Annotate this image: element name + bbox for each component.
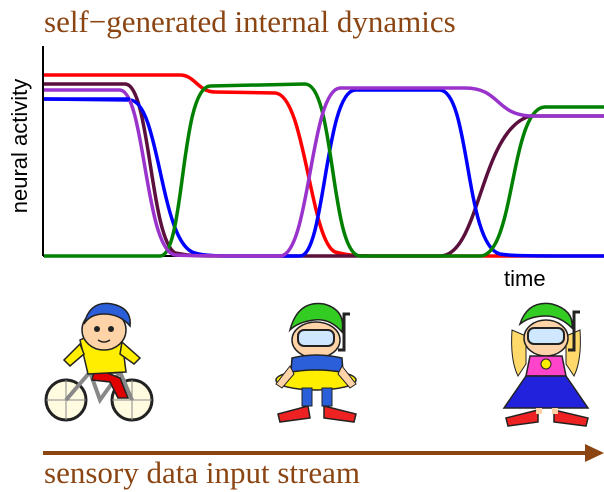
snorkel-gnome-icon (275, 302, 357, 423)
activity-curve-blue-lower (43, 88, 604, 258)
activity-curve-green (44, 82, 604, 258)
snorkel-girl-icon (502, 302, 590, 427)
cyclist-gnome-icon (44, 302, 154, 422)
input-stream-arrowhead (585, 444, 604, 462)
input-stream-label: sensory data input stream (44, 455, 360, 490)
activity-curve-purple (44, 86, 604, 258)
activity-curve-red (44, 73, 604, 258)
diagram-title: self−generated internal dynamics (44, 4, 456, 39)
x-axis-label: time (504, 266, 546, 291)
